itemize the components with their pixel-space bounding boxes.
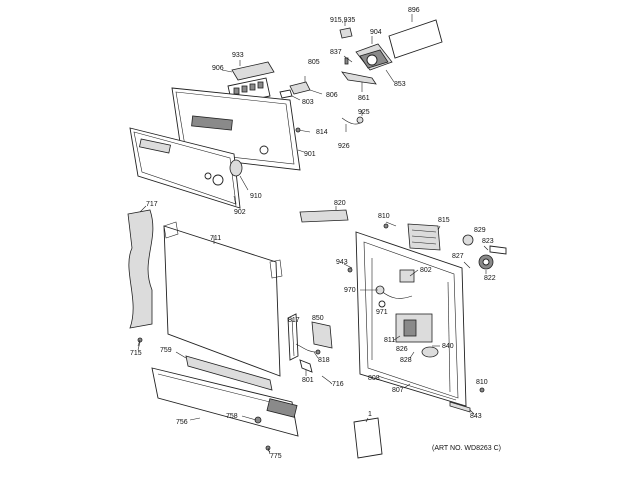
label-850: 850 [312,315,324,322]
part-814-screw [295,127,311,133]
part-756-kickplate [151,367,299,437]
label-970: 970 [344,287,356,294]
label-902: 902 [234,209,246,216]
part-inner-door-liner [355,231,467,407]
part-896-plate [388,14,443,59]
label-840: 840 [442,343,454,350]
part-815-dispenser [407,223,441,251]
label-933: 933 [232,52,244,59]
label-915-935: 915,935 [330,17,355,24]
part-711-outer-door [163,221,283,377]
label-926: 926 [338,143,350,150]
part-820-tray [299,206,349,223]
label-827: 827 [452,253,464,260]
label-806: 806 [326,92,338,99]
label-805: 805 [308,59,320,66]
label-925: 925 [358,109,370,116]
part-717-insulation [127,205,154,329]
label-715: 715 [130,350,142,357]
label-823: 823 [482,238,494,245]
callout-labels: 896 915,935 904 837 853 933 906 805 806 … [130,7,501,460]
part-910-knob [229,159,249,191]
part-904-module [355,36,393,71]
label-756: 756 [176,419,188,426]
label-802: 802 [420,267,432,274]
part-943-screw [347,267,353,273]
label-910: 910 [250,193,262,200]
label-810-bottom: 810 [476,379,488,386]
label-758: 758 [226,413,238,420]
label-807: 807 [392,387,404,394]
part-1-manual [353,417,383,459]
label-829: 829 [474,227,486,234]
label-817: 817 [288,317,300,324]
label-814: 814 [316,129,328,136]
label-801: 801 [302,377,314,384]
label-901: 901 [304,151,316,158]
label-711: 711 [210,235,221,242]
part-829-cap [462,234,474,246]
label-811: 811 [384,337,395,344]
part-827-pin [463,261,471,269]
part-822-gear [478,254,494,270]
label-828: 828 [400,357,412,364]
part-810-screw-top [383,223,389,229]
part-933-button-panel [231,60,275,81]
art-number: (ART NO. WD8263 C) [432,445,501,452]
leader-lines [137,55,489,453]
part-716-pin [321,375,331,383]
part-850-bracket [311,321,333,349]
label-896: 896 [408,7,420,14]
part-902-fascia [129,127,241,209]
part-801-link [299,359,313,373]
part-823-plunger [489,245,507,255]
label-861: 861 [358,95,370,102]
part-810-screw-bottom [479,387,485,393]
part-861-bracket [341,71,377,92]
label-822: 822 [484,275,496,282]
label-826: 826 [396,346,408,353]
label-853: 853 [394,81,406,88]
part-925-926-wire [341,110,364,132]
part-843-strip [449,401,471,413]
label-808: 808 [368,375,380,382]
label-971: 971 [376,309,388,316]
label-815: 815 [438,217,450,224]
label-818: 818 [318,357,330,364]
part-817-hinge-arm [287,313,299,361]
label-717: 717 [146,201,158,208]
part-759-bracket [175,351,273,391]
part-818-spring [295,343,321,355]
label-775: 775 [270,453,282,460]
label-943: 943 [336,259,348,266]
part-915-935-clip [339,20,353,39]
label-803: 803 [302,99,314,106]
label-904: 904 [370,29,382,36]
label-906: 906 [212,65,224,72]
label-837: 837 [330,49,342,56]
label-716: 716 [332,381,344,388]
label-820: 820 [334,200,346,207]
label-810-top: 810 [378,213,390,220]
label-843: 843 [470,413,482,420]
part-805-806-803 [279,76,311,99]
label-759: 759 [160,347,172,354]
label-1: 1 [368,411,372,418]
